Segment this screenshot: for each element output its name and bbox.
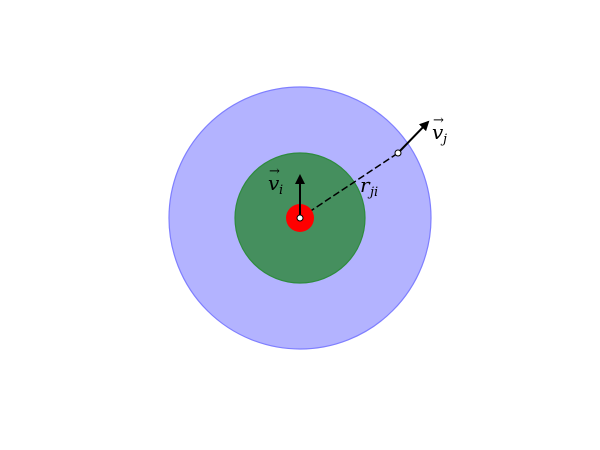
- label-velocity-j-subscript: j: [440, 132, 447, 147]
- agent-i-center-marker: [296, 214, 304, 222]
- label-velocity-i-accent: →: [269, 164, 280, 179]
- label-distance-subscript: ji: [367, 185, 378, 200]
- label-velocity-i-subscript: i: [279, 183, 283, 198]
- label-velocity-i-base: v: [268, 171, 280, 195]
- velocity-j-arrow: [397, 120, 430, 154]
- agent-j-marker: [394, 149, 402, 157]
- label-velocity-j-accent: →: [433, 113, 444, 128]
- label-velocity-i: v → i: [268, 164, 283, 198]
- label-velocity-j-base: v: [432, 120, 444, 144]
- label-velocity-j: v → j: [432, 113, 447, 147]
- label-distance-base: r: [360, 173, 371, 197]
- label-distance: r ji: [360, 173, 378, 200]
